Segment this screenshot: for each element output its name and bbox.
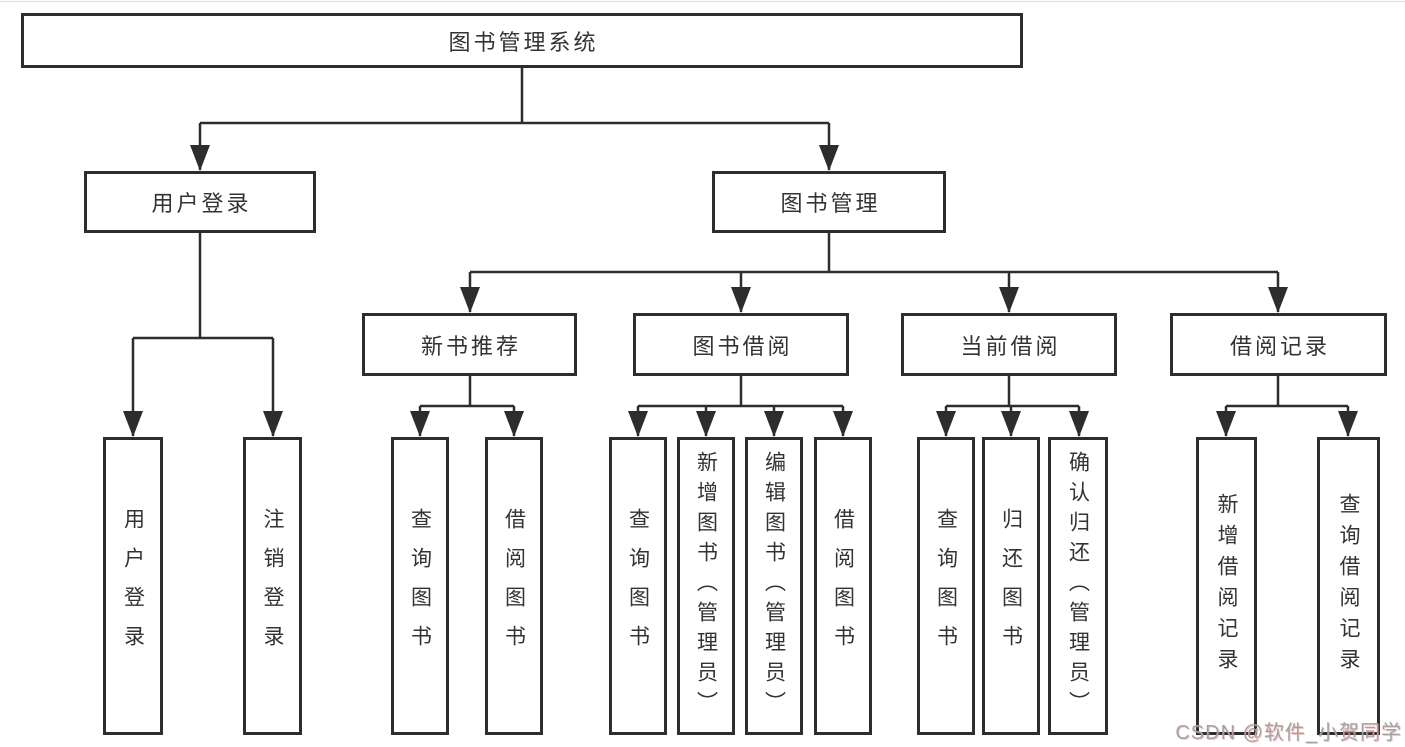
leaf-borrow-books-1: 借阅图书 bbox=[485, 437, 543, 735]
leaf-add-books-admin: 新增图书（管理员） bbox=[677, 437, 735, 735]
leaf-query-borrow-record: 查询借阅记录 bbox=[1317, 437, 1380, 735]
node-new-book-recommendation: 新书推荐 bbox=[362, 313, 577, 376]
node-library-management-system: 图书管理系统 bbox=[21, 13, 1023, 68]
node-user-login: 用户登录 bbox=[84, 171, 316, 233]
leaf-query-books-3: 查询图书 bbox=[917, 437, 975, 735]
leaf-edit-books-admin: 编辑图书（管理员） bbox=[745, 437, 803, 735]
leaf-add-borrow-record: 新增借阅记录 bbox=[1196, 437, 1257, 735]
leaf-logout: 注销登录 bbox=[243, 437, 302, 735]
node-current-borrowing: 当前借阅 bbox=[901, 313, 1117, 376]
node-borrowing-records: 借阅记录 bbox=[1170, 313, 1387, 376]
node-book-management: 图书管理 bbox=[712, 171, 946, 233]
leaf-query-books-2: 查询图书 bbox=[609, 437, 667, 735]
leaf-user-login: 用户登录 bbox=[103, 437, 163, 735]
leaf-query-books-1: 查询图书 bbox=[391, 437, 449, 735]
top-edge-line bbox=[0, 1, 1405, 2]
node-book-borrowing: 图书借阅 bbox=[633, 313, 849, 376]
leaf-borrow-books-2: 借阅图书 bbox=[814, 437, 872, 735]
leaf-return-books: 归还图书 bbox=[982, 437, 1040, 735]
leaf-confirm-return-admin: 确认归还（管理员） bbox=[1048, 437, 1108, 735]
csdn-watermark: CSDN @软件_小贺同学 bbox=[1175, 722, 1402, 744]
